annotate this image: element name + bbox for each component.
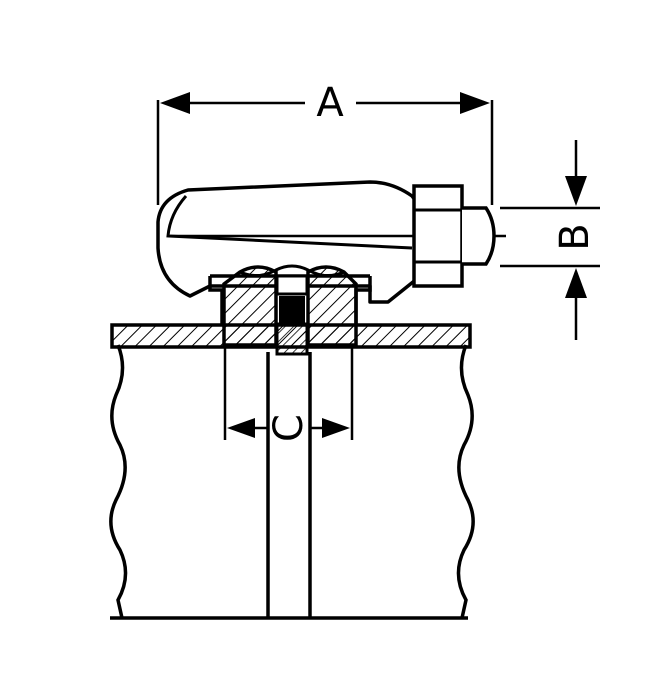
center-pin-black: [279, 296, 305, 324]
dim-a-arrow-right: [460, 92, 490, 114]
base-left-break-line: [109, 344, 128, 619]
dim-b-label: B: [552, 223, 598, 250]
dimension-a: A: [156, 80, 494, 205]
dim-a-label: A: [316, 80, 344, 126]
nut: [412, 184, 496, 288]
base-right-break-line: [456, 344, 475, 619]
nut-body: [412, 184, 464, 288]
dim-c-arrow-right: [322, 418, 350, 438]
dimension-c: C: [223, 345, 354, 442]
dim-b-arrow-bottom: [565, 268, 587, 298]
bolt-tip: [462, 206, 496, 266]
base-body: [109, 344, 475, 620]
center-pin-hatch: [275, 322, 309, 356]
bushing-top-wave: [239, 264, 345, 277]
lever-inner-line: [166, 195, 413, 250]
dim-b-arrow-top: [565, 176, 587, 206]
dim-a-arrow-left: [160, 92, 190, 114]
dim-c-label: C: [266, 414, 312, 442]
center-pin-top: [275, 274, 309, 296]
bushing-left: [222, 265, 278, 347]
dimension-b: B: [500, 140, 600, 340]
bushing: [222, 264, 358, 356]
dim-c-arrow-left: [227, 418, 255, 438]
bushing-right: [306, 265, 358, 347]
